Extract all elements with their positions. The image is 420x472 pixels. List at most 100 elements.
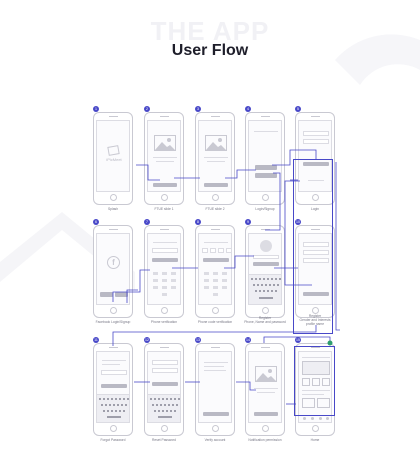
screen-caption: FTUE slide 1 <box>154 207 174 211</box>
screen-caption: Login <box>310 207 320 211</box>
step-badge-5: 5 <box>295 106 301 112</box>
code-digit-field[interactable] <box>218 248 224 253</box>
next-button[interactable] <box>153 183 177 187</box>
screen-register-phone <box>245 225 285 318</box>
verify-account-button[interactable] <box>203 412 229 416</box>
phone-speaker <box>109 347 118 348</box>
card[interactable] <box>302 398 315 408</box>
step-badge-3: 3 <box>195 106 201 112</box>
continue-button[interactable] <box>115 292 128 297</box>
home-button-icon <box>161 307 168 314</box>
code-digit-field[interactable] <box>226 248 231 253</box>
phone-screen <box>198 120 232 192</box>
phone-speaker <box>160 347 169 348</box>
phone-number-field[interactable] <box>152 248 178 253</box>
screen-caption: Register Phone, Name and password <box>244 316 286 324</box>
selection-highlight <box>293 159 333 334</box>
tab-profile-icon[interactable] <box>326 417 329 420</box>
profile-name-field[interactable] <box>303 258 329 263</box>
username-field[interactable] <box>303 131 329 136</box>
screen-caption: Login/Signup <box>255 207 275 211</box>
image-placeholder-icon <box>255 366 277 382</box>
step-badge-14: 14 <box>245 337 251 343</box>
step-badge-4: 4 <box>245 106 251 112</box>
home-button-icon <box>312 425 319 432</box>
text-line <box>102 360 126 361</box>
confirm-password-field[interactable] <box>152 368 178 373</box>
phone-speaker <box>261 347 270 348</box>
screen-caption: Phone code verification <box>197 320 233 324</box>
password-field[interactable] <box>303 139 329 144</box>
thumbnail[interactable] <box>322 378 330 386</box>
send-reset-button[interactable] <box>101 384 127 388</box>
page-title: User Flow <box>171 42 249 59</box>
home-button-icon <box>312 194 319 201</box>
register-button[interactable] <box>253 262 279 266</box>
screen-caption: Home <box>310 438 320 442</box>
number-pad[interactable] <box>148 270 180 304</box>
keyboard[interactable] <box>97 394 129 422</box>
thumbnail[interactable] <box>302 378 310 386</box>
cancel-button[interactable] <box>100 292 113 297</box>
card[interactable] <box>317 398 330 408</box>
allow-notifications-button[interactable] <box>254 412 278 416</box>
text-line <box>254 131 278 132</box>
avatar[interactable] <box>260 240 272 252</box>
phone-speaker <box>109 116 118 117</box>
next-button[interactable] <box>204 183 228 187</box>
home-button-icon <box>262 194 269 201</box>
keyboard[interactable] <box>249 274 281 304</box>
phone-speaker <box>261 116 270 117</box>
phone-screen <box>248 120 282 192</box>
text-line <box>156 161 174 162</box>
interests-select[interactable] <box>303 250 329 255</box>
code-digit-field[interactable] <box>210 248 216 253</box>
connector-13-14 <box>236 381 256 391</box>
finish-button[interactable] <box>303 292 329 296</box>
step-badge-7: 7 <box>144 219 150 225</box>
reset-button[interactable] <box>152 382 178 386</box>
phone-screen <box>198 351 232 423</box>
screen-caption: Register Gender and Interests profile na… <box>299 314 331 326</box>
forgot-password-link[interactable] <box>308 180 324 181</box>
connector-fb-loop <box>126 289 138 303</box>
email-field[interactable] <box>101 370 127 375</box>
thumbnail[interactable] <box>312 378 320 386</box>
send-code-button[interactable] <box>152 258 178 262</box>
verify-button[interactable] <box>203 258 229 262</box>
step-badge-2: 2 <box>144 106 150 112</box>
text-line <box>102 364 120 365</box>
screen-caption: Splash <box>107 207 119 211</box>
code-digit-field[interactable] <box>202 248 208 253</box>
new-password-field[interactable] <box>152 360 178 365</box>
tab-home-icon[interactable] <box>303 417 306 420</box>
screen-caption: FTUE slide 2 <box>205 207 225 211</box>
text-line <box>153 157 177 158</box>
connector-login-register <box>284 180 312 286</box>
text-line <box>204 362 228 363</box>
connector-4-5 <box>272 149 317 166</box>
phone-speaker <box>160 229 169 230</box>
home-button-icon <box>161 425 168 432</box>
phone-speaker <box>109 229 118 230</box>
facebook-icon: f <box>107 256 120 269</box>
tab-messages-icon[interactable] <box>319 417 322 420</box>
signup-button[interactable] <box>255 165 277 170</box>
login-button[interactable] <box>255 173 277 178</box>
home-button-icon <box>312 307 319 314</box>
screen-facebook-login: f <box>93 225 133 318</box>
name-field[interactable] <box>253 255 279 259</box>
phone-screen <box>198 233 232 305</box>
connector-8-9 <box>224 255 254 269</box>
number-pad[interactable] <box>199 270 231 304</box>
image-placeholder-icon <box>205 135 227 151</box>
login-submit-button[interactable] <box>303 162 329 166</box>
keyboard[interactable] <box>148 394 180 422</box>
text-line <box>207 161 225 162</box>
gender-select[interactable] <box>303 242 329 247</box>
text-line <box>254 388 278 389</box>
connector-4-9 <box>265 172 281 231</box>
screen-phone-code-verification <box>195 225 235 318</box>
tab-search-icon[interactable] <box>311 417 314 420</box>
banner-image <box>302 361 330 375</box>
